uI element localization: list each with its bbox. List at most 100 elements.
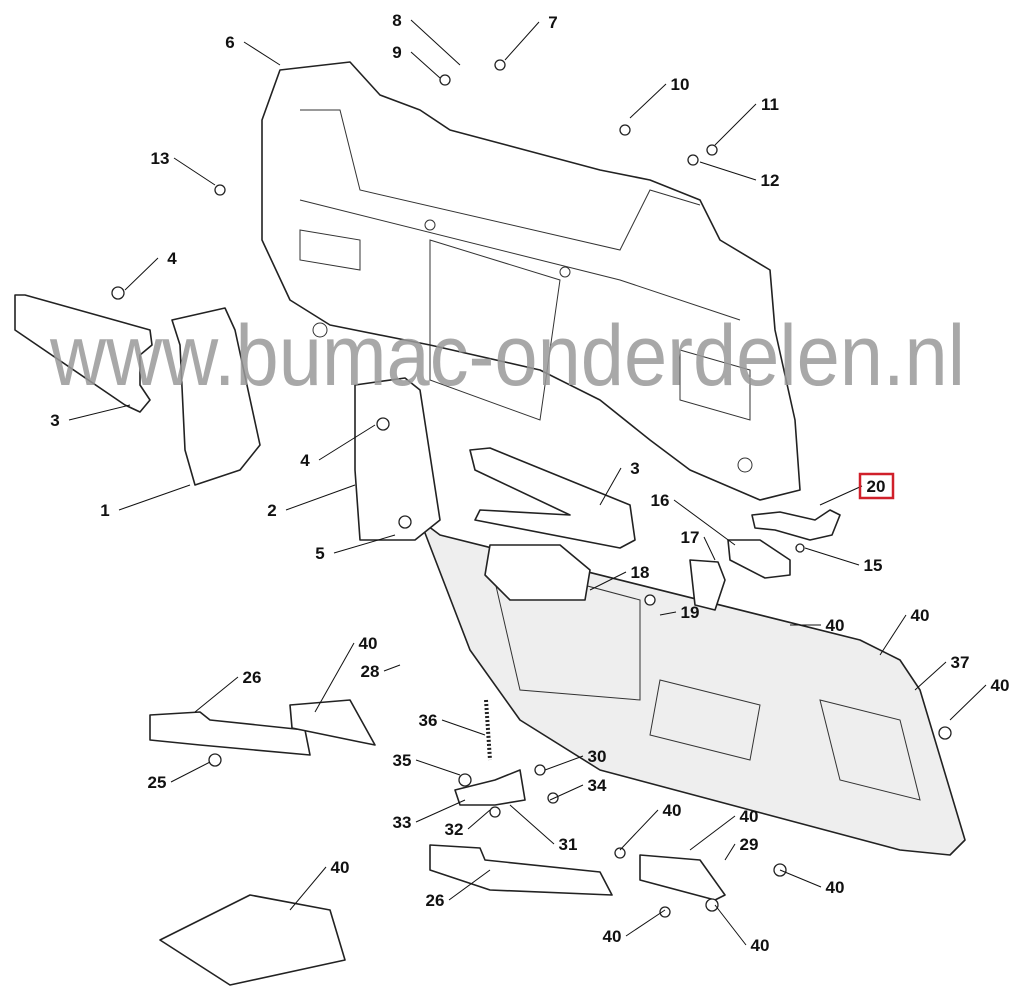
part-40-hardware-bag [159, 894, 346, 986]
leader-lines [68, 19, 987, 946]
part-6-rear-housing [261, 61, 801, 501]
leader-line [699, 161, 757, 181]
leader-line [549, 784, 584, 801]
leader-line [441, 719, 486, 736]
part-3-rail-right [469, 447, 636, 549]
part-36-spring [484, 699, 492, 761]
callout-4: 4 [167, 249, 177, 268]
callout-26: 26 [243, 668, 262, 687]
callout-4: 4 [300, 451, 310, 470]
highlight-box [858, 472, 895, 500]
callout-40: 40 [751, 936, 770, 955]
leader-line [703, 536, 716, 561]
leader-line [243, 41, 281, 66]
part-26-arm-lower [429, 844, 613, 896]
part-20-clip [751, 509, 841, 541]
screws [111, 59, 952, 918]
callout-32: 32 [445, 820, 464, 839]
leader-line [68, 404, 131, 421]
callout-2: 2 [267, 501, 276, 520]
callout-40: 40 [826, 616, 845, 635]
leader-line [659, 611, 677, 616]
part-3-rail-left [14, 294, 153, 413]
callout-40: 40 [603, 927, 622, 946]
callout-10: 10 [671, 75, 690, 94]
callout-11: 11 [761, 95, 779, 114]
callout-17: 17 [681, 528, 700, 547]
part-18-lock [484, 544, 591, 601]
part-33-link [454, 769, 526, 806]
leader-line [410, 19, 461, 66]
callout-40: 40 [991, 676, 1010, 695]
leader-line [544, 755, 584, 771]
callout-29: 29 [740, 835, 759, 854]
part-37-front-panel [419, 519, 966, 856]
callout-31: 31 [559, 835, 578, 854]
callout-12: 12 [761, 171, 780, 190]
leader-line [804, 547, 860, 566]
leader-line [467, 809, 491, 830]
leader-line [289, 866, 327, 911]
leader-line [819, 485, 863, 506]
callout-30: 30 [588, 747, 607, 766]
leader-line [689, 815, 736, 851]
leader-line [879, 614, 907, 656]
leader-line [124, 257, 159, 291]
callout-33: 33 [393, 813, 412, 832]
callout-37: 37 [951, 653, 970, 672]
callout-34: 34 [588, 776, 607, 795]
callout-40: 40 [826, 878, 845, 897]
leader-line [914, 661, 947, 691]
callout-20: 20 [867, 477, 886, 496]
leader-line [173, 157, 216, 186]
leader-line [318, 424, 376, 461]
leader-line [629, 83, 667, 119]
leader-line [724, 843, 736, 861]
callout-35: 35 [393, 751, 412, 770]
leader-line [949, 684, 987, 721]
callout-5: 5 [315, 544, 324, 563]
callout-18: 18 [631, 563, 650, 582]
leader-line [170, 761, 211, 783]
leader-line [118, 484, 191, 511]
leader-line [589, 571, 627, 591]
leader-line [415, 799, 466, 823]
callout-13: 13 [151, 149, 170, 168]
callout-40: 40 [331, 858, 350, 877]
part-1-side-plate [171, 307, 261, 486]
leader-line [333, 534, 396, 554]
callout-7: 7 [548, 13, 557, 32]
callout-40: 40 [359, 634, 378, 653]
leader-line [509, 804, 555, 845]
callout-8: 8 [392, 11, 401, 30]
leader-line [714, 103, 757, 146]
leader-line [285, 484, 356, 511]
part-2-mount-plate [354, 377, 441, 541]
callout-1: 1 [100, 501, 109, 520]
leader-line [625, 909, 666, 937]
callout-40: 40 [663, 801, 682, 820]
callout-40: 40 [911, 606, 930, 625]
callout-25: 25 [148, 773, 167, 792]
callout-19: 19 [681, 603, 700, 622]
leader-line [314, 642, 355, 713]
callout-3: 3 [630, 459, 639, 478]
watermark: www.bumac-onderdelen.nl [49, 308, 965, 404]
part-26-arm-upper [149, 711, 311, 756]
part-17-hinge [689, 559, 726, 611]
callout-9: 9 [392, 43, 401, 62]
leader-line [383, 664, 401, 672]
callout-15: 15 [864, 556, 883, 575]
callout-36: 36 [419, 711, 438, 730]
leader-line [504, 21, 540, 61]
part-28-plate [289, 699, 376, 746]
leader-line [194, 676, 239, 713]
callout-28: 28 [361, 662, 380, 681]
leader-line [599, 467, 622, 506]
leader-line [779, 869, 822, 888]
leader-line [673, 499, 736, 546]
callout-6: 6 [225, 33, 234, 52]
